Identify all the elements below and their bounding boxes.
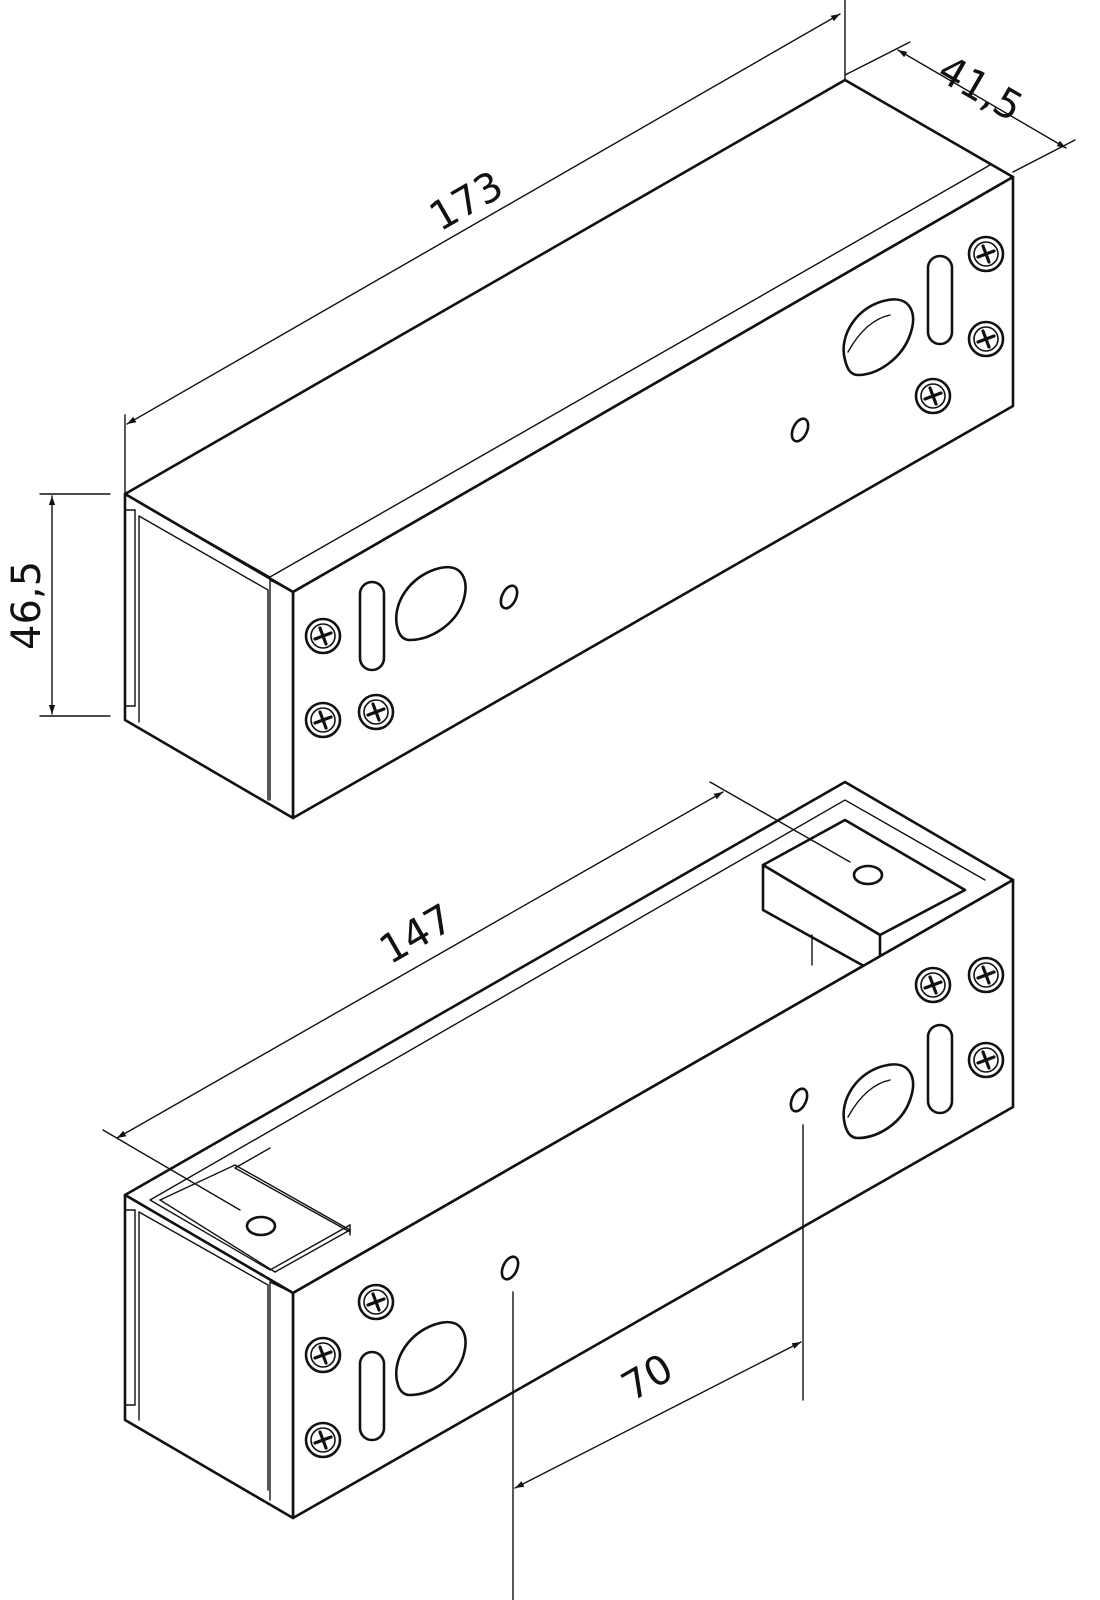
oval-hole-icon — [842, 298, 915, 377]
hole-icon — [245, 1215, 277, 1237]
oval-hole-icon — [395, 565, 467, 642]
hole-icon — [852, 864, 884, 886]
hole-icon — [789, 1087, 809, 1113]
screw-icon — [914, 377, 952, 415]
screw-icon — [967, 235, 1005, 273]
dimension-label: 147 — [372, 896, 461, 974]
dimension-height-top: 46,5 — [4, 493, 111, 717]
screw-icon — [304, 1336, 342, 1374]
dimension-label: 70 — [614, 1345, 681, 1410]
top-housing — [123, 78, 1015, 820]
hole-icon — [500, 1255, 520, 1281]
dimension-label: 46,5 — [4, 561, 50, 650]
slot-icon — [926, 1023, 954, 1115]
oval-hole-icon — [395, 1320, 467, 1397]
oval-hole-icon — [842, 1063, 915, 1140]
screw-icon — [967, 320, 1005, 358]
screw-icon — [357, 693, 395, 731]
bottom-housing — [123, 780, 1015, 1520]
hole-icon — [499, 584, 519, 610]
screw-icon — [967, 956, 1005, 994]
screw-icon — [914, 966, 952, 1004]
slot-icon — [926, 254, 954, 346]
slot-icon — [358, 580, 386, 672]
slot-icon — [358, 1350, 386, 1442]
screw-icon — [304, 617, 342, 655]
screw-icon — [304, 701, 342, 739]
screw-icon — [967, 1041, 1005, 1079]
screw-icon — [304, 1421, 342, 1459]
screw-icon — [357, 1283, 395, 1321]
